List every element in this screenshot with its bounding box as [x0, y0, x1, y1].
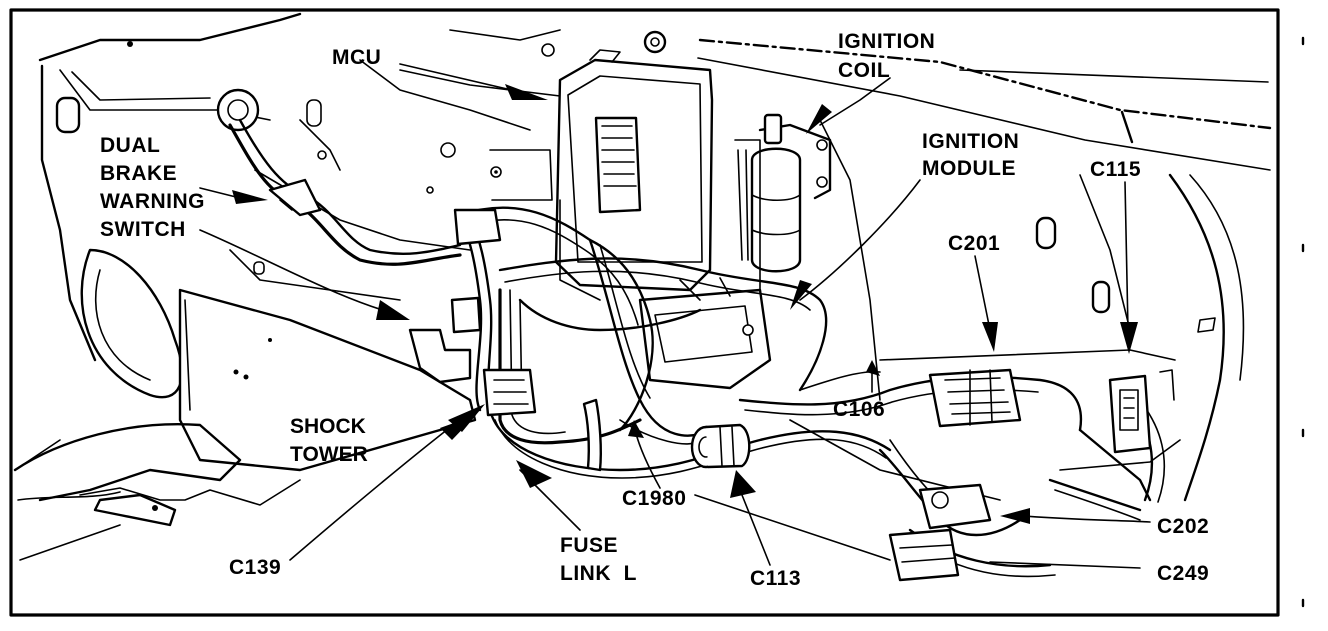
label-c202: C202 — [1157, 515, 1209, 538]
label-dual-brake-line4: SWITCH — [100, 218, 186, 241]
label-shock-tower-line1: SHOCK — [290, 415, 366, 438]
label-ignition-module-line2: MODULE — [922, 157, 1016, 180]
label-ignition-coil-line2: COIL — [838, 59, 890, 82]
label-c106: C106 — [833, 398, 885, 421]
label-dual-brake-line3: WARNING — [100, 190, 205, 213]
label-c115: C115 — [1090, 158, 1141, 181]
label-dual-brake-line1: DUAL — [100, 134, 160, 157]
ignition-coil — [734, 113, 832, 296]
ignition-module — [638, 277, 772, 390]
label-ignition-module-line1: IGNITION — [922, 130, 1019, 153]
connector-c115-body — [1108, 369, 1175, 454]
connector-c201-body — [928, 368, 1022, 428]
dual-brake-warning-switch — [216, 88, 462, 266]
fender-structure — [13, 12, 667, 561]
label-c249: C249 — [1157, 562, 1209, 585]
label-fuse-link-line2: LINK L — [560, 562, 637, 585]
callout-labels: MCU IGNITION COIL IGNITION MODULE C115 C… — [100, 30, 1209, 590]
firewall-cowl — [697, 38, 1272, 502]
label-fuse-link-line1: FUSE — [560, 534, 618, 557]
connector-c113-body — [690, 423, 751, 469]
label-dual-brake-line2: BRAKE — [100, 162, 177, 185]
leader-lines — [199, 63, 1151, 569]
connector-cluster-left — [408, 208, 602, 472]
label-shock-tower-line2: TOWER — [290, 443, 368, 466]
label-ignition-coil-line1: IGNITION — [838, 30, 935, 53]
label-c113: C113 — [750, 567, 801, 590]
mcu-module — [489, 49, 714, 301]
diagram-frame — [9, 8, 1280, 617]
label-c201: C201 — [948, 232, 1000, 255]
label-c139: C139 — [229, 556, 281, 579]
label-c1980: C1980 — [622, 487, 686, 510]
connector-c202-c249-body — [888, 483, 992, 582]
label-mcu: MCU — [332, 46, 381, 69]
